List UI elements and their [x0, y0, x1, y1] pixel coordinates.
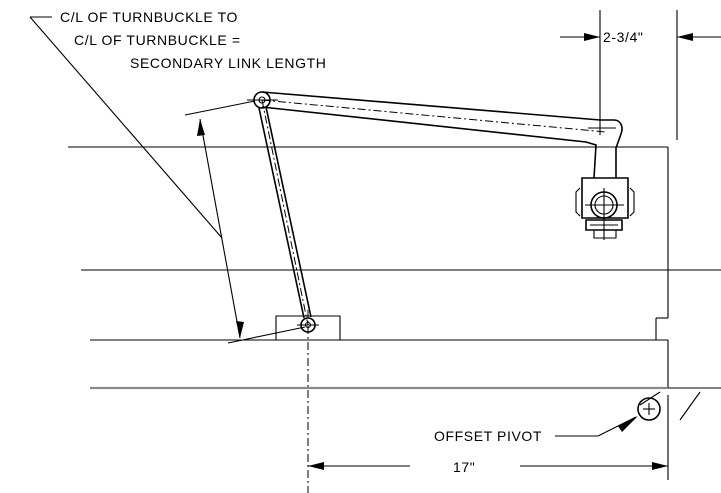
callout-text-line3: SECONDARY LINK LENGTH: [130, 55, 326, 71]
top-dimension: 2-3/4": [560, 10, 721, 140]
rod-end-assembly: [575, 177, 635, 240]
bottom-dimension-text: 17": [453, 459, 475, 475]
callout-text-line2: C/L OF TURNBUCKLE =: [74, 32, 241, 48]
frame-lines: [68, 146, 721, 421]
primary-arm: [261, 91, 623, 179]
lower-bracket: [275, 310, 341, 493]
callout-leader: [29, 16, 223, 239]
offset-pivot: OFFSET PIVOT: [434, 397, 661, 444]
callout-text-line1: C/L OF TURNBUCKLE TO: [60, 9, 238, 25]
offset-pivot-text: OFFSET PIVOT: [434, 428, 542, 444]
link-length-dimension: [184, 100, 306, 344]
top-dimension-text: 2-3/4": [603, 29, 643, 45]
secondary-link: [258, 99, 312, 326]
bottom-dimension: 17": [308, 395, 669, 480]
